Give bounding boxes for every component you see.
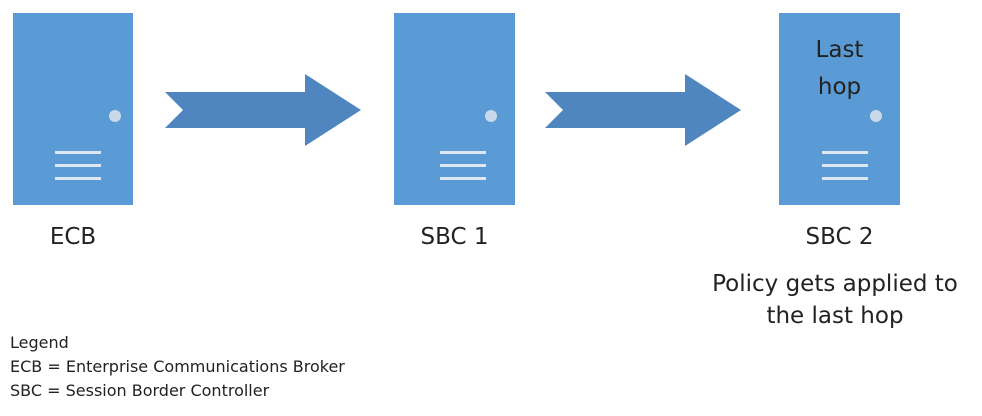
legend-title: Legend	[10, 333, 69, 352]
ecb-server-vent	[55, 177, 101, 180]
sbc1-server-icon	[394, 13, 515, 205]
ecb-server-icon	[13, 13, 133, 205]
sbc2-server-vent	[822, 151, 868, 154]
sbc2-server-vent	[822, 164, 868, 167]
legend: Legend ECB = Enterprise Communications B…	[10, 331, 345, 403]
sbc1-server-vent	[440, 177, 486, 180]
sbc1-server-vent	[440, 164, 486, 167]
ecb-server-vent	[55, 164, 101, 167]
sbc1-server-vent	[440, 151, 486, 154]
policy-note-line1: Policy gets applied to	[712, 271, 958, 297]
flow-arrow-icon	[165, 74, 361, 146]
ecb-server-led	[109, 110, 121, 122]
sbc1-server-led	[485, 110, 497, 122]
sbc2-inner-label-line1: Last	[815, 37, 864, 63]
sbc2-label: SBC 2	[805, 224, 874, 250]
sbc2-server-led	[870, 110, 882, 122]
policy-note-line2: the last hop	[766, 303, 904, 329]
legend-item: SBC = Session Border Controller	[10, 381, 270, 400]
sbc1-label: SBC 1	[420, 224, 489, 250]
sbc2-server-icon: Last hop	[779, 13, 900, 205]
ecb-server-vent	[55, 151, 101, 154]
sbc2-inner-label-line2: hop	[817, 74, 862, 100]
flow-arrow-icon	[545, 74, 741, 146]
legend-item: ECB = Enterprise Communications Broker	[10, 357, 345, 376]
policy-note: Policy gets applied to the last hop	[690, 268, 980, 332]
ecb-label: ECB	[49, 224, 97, 250]
sbc2-server-vent	[822, 177, 868, 180]
